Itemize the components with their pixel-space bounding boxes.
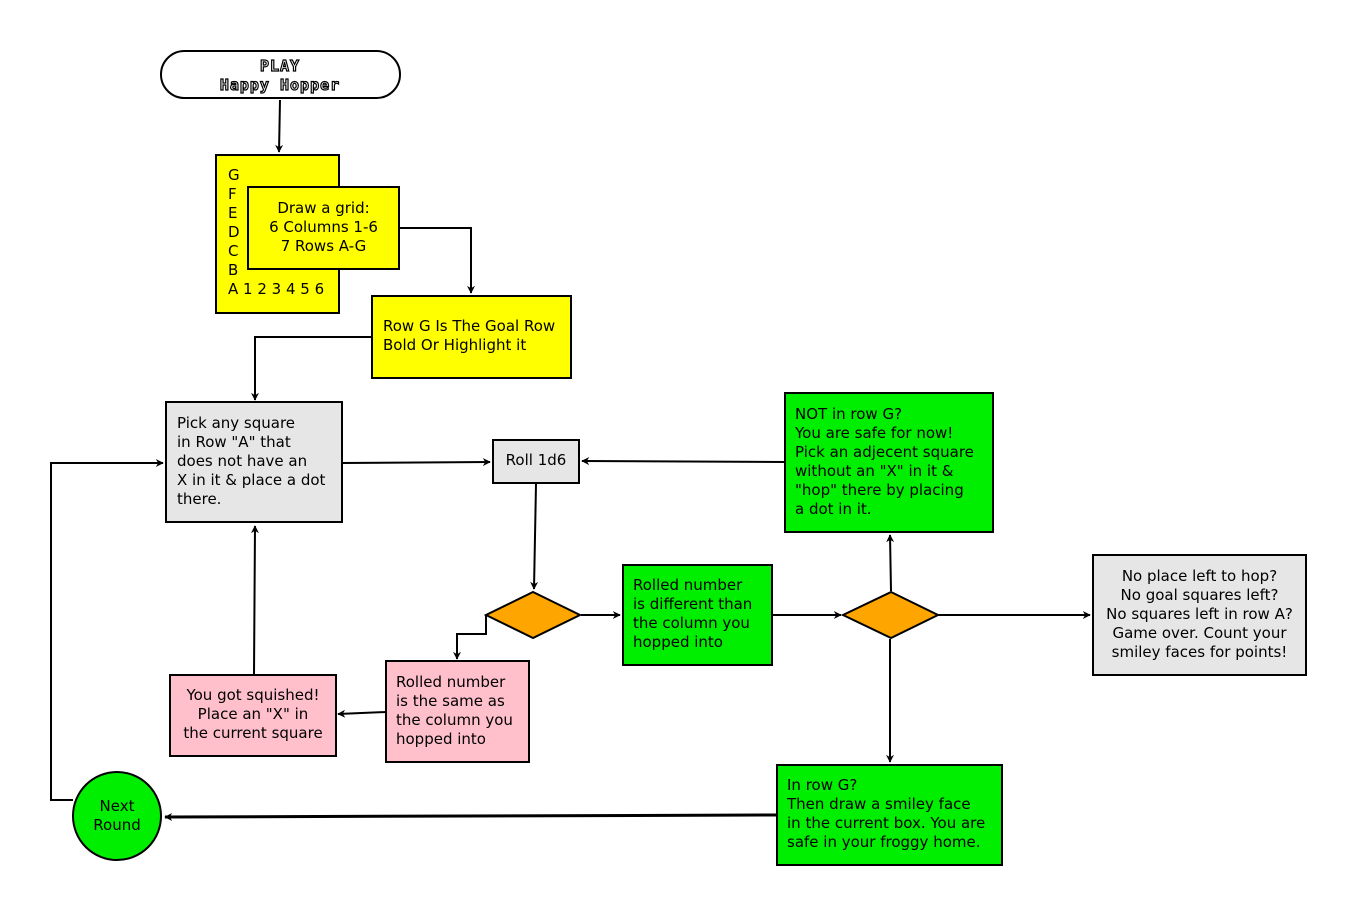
not-row-g-line: Pick an adjecent square	[795, 443, 974, 461]
draw-grid-line: 6 Columns 1-6	[269, 218, 378, 236]
grid-row-letter: F	[228, 185, 237, 203]
next-round-label: Next Round	[80, 797, 154, 835]
same-line: hopped into	[396, 730, 486, 748]
draw-grid-line: Draw a grid:	[277, 199, 370, 217]
decision-diamond-2	[840, 590, 941, 640]
not-row-g-line: NOT in row G?	[795, 405, 903, 423]
edge-grid-to-goal	[400, 227, 475, 294]
edge-pick-to-roll	[341, 458, 491, 467]
grid-column-numbers: A 1 2 3 4 5 6	[228, 280, 325, 298]
game-over-line: No goal squares left?	[1120, 586, 1279, 604]
squished-line: Place an "X" in	[197, 705, 309, 723]
squished-box	[169, 674, 337, 757]
goal-row-line: Bold Or Highlight it	[383, 336, 527, 354]
goal-row-label: Row G Is The Goal Row Bold Or Highlight …	[383, 317, 555, 355]
in-row-g-line: Then draw a smiley face	[787, 795, 971, 813]
grid-rows-label: G F E D C B A 1 2 3 4 5 6	[228, 166, 324, 299]
draw-grid-box	[247, 186, 400, 270]
different-line: Rolled number	[633, 576, 743, 594]
squished-line: the current square	[183, 724, 323, 742]
pick-square-box	[165, 401, 343, 523]
pick-square-line: Pick any square	[177, 414, 296, 432]
start-label-line: Happy Hopper	[219, 75, 341, 94]
draw-grid-line: 7 Rows A-G	[280, 237, 367, 255]
different-line: hopped into	[633, 633, 723, 651]
decision-diamond-1	[483, 590, 583, 640]
goal-row-line: Row G Is The Goal Row	[383, 317, 556, 335]
not-row-g-line: You are safe for now!	[795, 424, 954, 442]
game-over-line: smiley faces for points!	[1111, 643, 1288, 661]
squished-label: You got squished! Place an "X" in the cu…	[171, 686, 335, 743]
same-label: Rolled number is the same as the column …	[396, 673, 513, 749]
grid-row-letter: D	[228, 223, 240, 241]
in-row-g-label: In row G? Then draw a smiley face in the…	[787, 776, 985, 852]
next-round-line: Round	[93, 816, 141, 834]
pick-square-line: there.	[177, 490, 222, 508]
in-row-g-box	[776, 764, 1003, 866]
in-row-g-line: safe in your froggy home.	[787, 833, 981, 851]
grid-row-letter: E	[228, 204, 238, 222]
game-over-label: No place left to hop? No goal squares le…	[1094, 567, 1305, 662]
pick-square-label: Pick any square in Row "A" that does not…	[177, 414, 325, 509]
game-over-line: No place left to hop?	[1121, 567, 1278, 585]
not-row-g-line: "hop" there by placing	[795, 481, 964, 499]
different-line: the column you	[633, 614, 750, 632]
edge-start-to-grid	[275, 99, 284, 153]
same-line: the column you	[396, 711, 513, 729]
squished-line: You got squished!	[186, 686, 320, 704]
different-box	[622, 564, 773, 666]
draw-grid-label: Draw a grid: 6 Columns 1-6 7 Rows A-G	[250, 199, 397, 256]
different-line: is different than	[633, 595, 753, 613]
game-over-box	[1092, 554, 1307, 676]
edge-goal-to-pick	[251, 336, 372, 401]
grid-row-letter: B	[228, 261, 239, 279]
not-row-g-line: without an "X" in it &	[795, 462, 954, 480]
pick-square-line: X in it & place a dot	[177, 471, 326, 489]
start-terminal	[160, 50, 401, 99]
start-label: PLAY Happy Hopper	[162, 56, 398, 95]
not-row-g-box	[784, 392, 994, 533]
roll-label: Roll 1d6	[494, 451, 578, 470]
next-round-circle	[72, 771, 162, 861]
edge-decision2-to-notg	[886, 534, 895, 592]
next-round-line: Next	[99, 797, 135, 815]
edge-nextround-to-pick	[50, 459, 164, 801]
edge-ing-to-nextround	[164, 812, 778, 821]
same-line: is the same as	[396, 692, 505, 710]
same-box	[385, 660, 530, 763]
not-row-g-label: NOT in row G? You are safe for now! Pick…	[795, 405, 974, 519]
grid-row-letter: C	[228, 242, 239, 260]
roll-box	[492, 439, 580, 484]
game-over-line: No squares left in row A?	[1106, 605, 1293, 623]
different-label: Rolled number is different than the colu…	[633, 576, 752, 652]
pick-square-line: in Row "A" that	[177, 433, 291, 451]
edge-notg-to-roll	[581, 457, 785, 466]
game-over-line: Game over. Count your	[1112, 624, 1287, 642]
roll-line: Roll 1d6	[505, 451, 567, 469]
start-label-line: PLAY	[259, 56, 301, 75]
goal-row-box	[371, 295, 572, 379]
same-line: Rolled number	[396, 673, 506, 691]
grid-row-letter: G	[228, 166, 240, 184]
pick-square-line: does not have an	[177, 452, 308, 470]
edge-roll-to-decision1	[530, 483, 539, 590]
edge-squished-to-pick	[250, 525, 259, 675]
not-row-g-line: a dot in it.	[795, 500, 872, 518]
in-row-g-line: in the current box. You are	[787, 814, 986, 832]
in-row-g-line: In row G?	[787, 776, 858, 794]
edge-same-to-squished	[337, 709, 387, 718]
edge-decision1-to-same	[453, 615, 487, 660]
